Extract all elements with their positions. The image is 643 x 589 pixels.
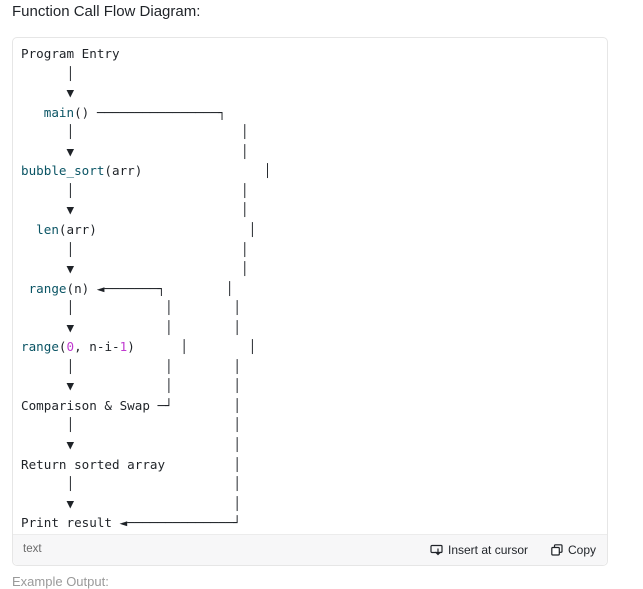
number-token: 0 [66, 339, 75, 355]
text-token: (arr) │ [58, 221, 257, 237]
insert-icon [430, 544, 443, 556]
code-line: ▼ │ [21, 144, 248, 160]
text-token: (n) ◄───────┐ │ [66, 280, 234, 296]
code-line: ▼ │ [21, 495, 241, 512]
section-heading: Function Call Flow Diagram: [12, 3, 201, 20]
code-line: │ │ │ [21, 300, 241, 316]
text-token: , n-i- [74, 339, 120, 355]
text-token: (arr) [104, 163, 143, 179]
text-token: │ │ │ [21, 300, 241, 316]
code-content: Program Entry │ ▼ main() ───────────────… [13, 38, 607, 538]
insert-at-cursor-label: Insert at cursor [448, 543, 529, 557]
code-line: Print result ◄──────────────┘ [21, 515, 241, 531]
function-token: bubble_sort [21, 163, 105, 179]
function-token: range [28, 280, 67, 296]
code-line: Comparison & Swap ─┘ │ [21, 398, 241, 414]
code-block: Program Entry │ ▼ main() ───────────────… [12, 37, 608, 566]
text-token: () ────────────────┐ [74, 104, 226, 120]
text-token: Print result ◄──────────────┘ [21, 515, 241, 531]
copy-label: Copy [568, 543, 597, 557]
code-line: │ │ [21, 417, 241, 433]
code-line: │ │ [21, 124, 248, 140]
text-token: ▼ │ [21, 202, 249, 218]
text-token: Program Entry [21, 46, 120, 61]
text-token: │ │ [21, 124, 249, 140]
code-line: range(0, n-i-1) │ │ [21, 339, 256, 355]
number-token: 1 [119, 339, 128, 355]
code-block-footer: text Insert at cursor Copy [13, 534, 607, 565]
text-token: │ │ [21, 476, 241, 492]
function-token: range [21, 339, 59, 355]
text-token: ▼ │ [21, 495, 241, 511]
code-line: ▼ │ │ [21, 378, 241, 394]
text-token: Return sorted array │ [21, 456, 241, 472]
text-token: ▼ [21, 85, 75, 101]
copy-button[interactable]: Copy [551, 541, 596, 559]
text-token: │ [21, 65, 75, 81]
text-token: ▼ │ [21, 143, 249, 159]
text-token [21, 105, 44, 120]
text-token: ( [58, 339, 67, 355]
code-line: │ [21, 66, 74, 82]
code-line: │ │ [21, 242, 248, 258]
copy-icon [551, 544, 563, 556]
code-line: ▼ │ │ [21, 319, 241, 336]
code-line: main() ────────────────┐ [21, 105, 226, 121]
text-token: │ │ [21, 241, 249, 257]
code-line: bubble_sort(arr) │ [21, 163, 271, 179]
text-token [21, 222, 36, 237]
code-line: ▼ │ [21, 261, 248, 277]
language-label: text [23, 543, 42, 555]
function-token: len [36, 221, 59, 237]
code-line: range(n) ◄───────┐ │ [21, 280, 234, 297]
text-token: Comparison & Swap ─┘ │ [21, 397, 241, 413]
text-token: │ │ [21, 182, 249, 198]
code-line: │ │ [21, 183, 248, 199]
code-line: │ │ │ [21, 358, 241, 375]
insert-at-cursor-button[interactable]: Insert at cursor [430, 541, 528, 559]
code-line: len(arr) │ [21, 222, 256, 238]
code-line: │ │ [21, 476, 241, 492]
code-line: ▼ │ [21, 437, 241, 453]
text-token: │ [142, 163, 272, 179]
code-line: ▼ │ [21, 202, 248, 218]
text-token: ) │ │ [127, 339, 257, 355]
text-token: │ │ [21, 417, 241, 433]
code-line: Program Entry [21, 46, 120, 62]
text-token: ▼ │ │ [21, 319, 241, 335]
text-token [21, 281, 29, 296]
next-section-heading: Example Output: [12, 574, 109, 589]
text-token: │ │ │ [21, 358, 241, 374]
function-token: main [43, 104, 75, 120]
text-token: ▼ │ │ [21, 378, 241, 394]
code-line: Return sorted array │ [21, 457, 241, 473]
text-token: ▼ │ [21, 437, 241, 452]
code-line: ▼ [21, 85, 74, 101]
text-token: ▼ │ [21, 261, 249, 277]
